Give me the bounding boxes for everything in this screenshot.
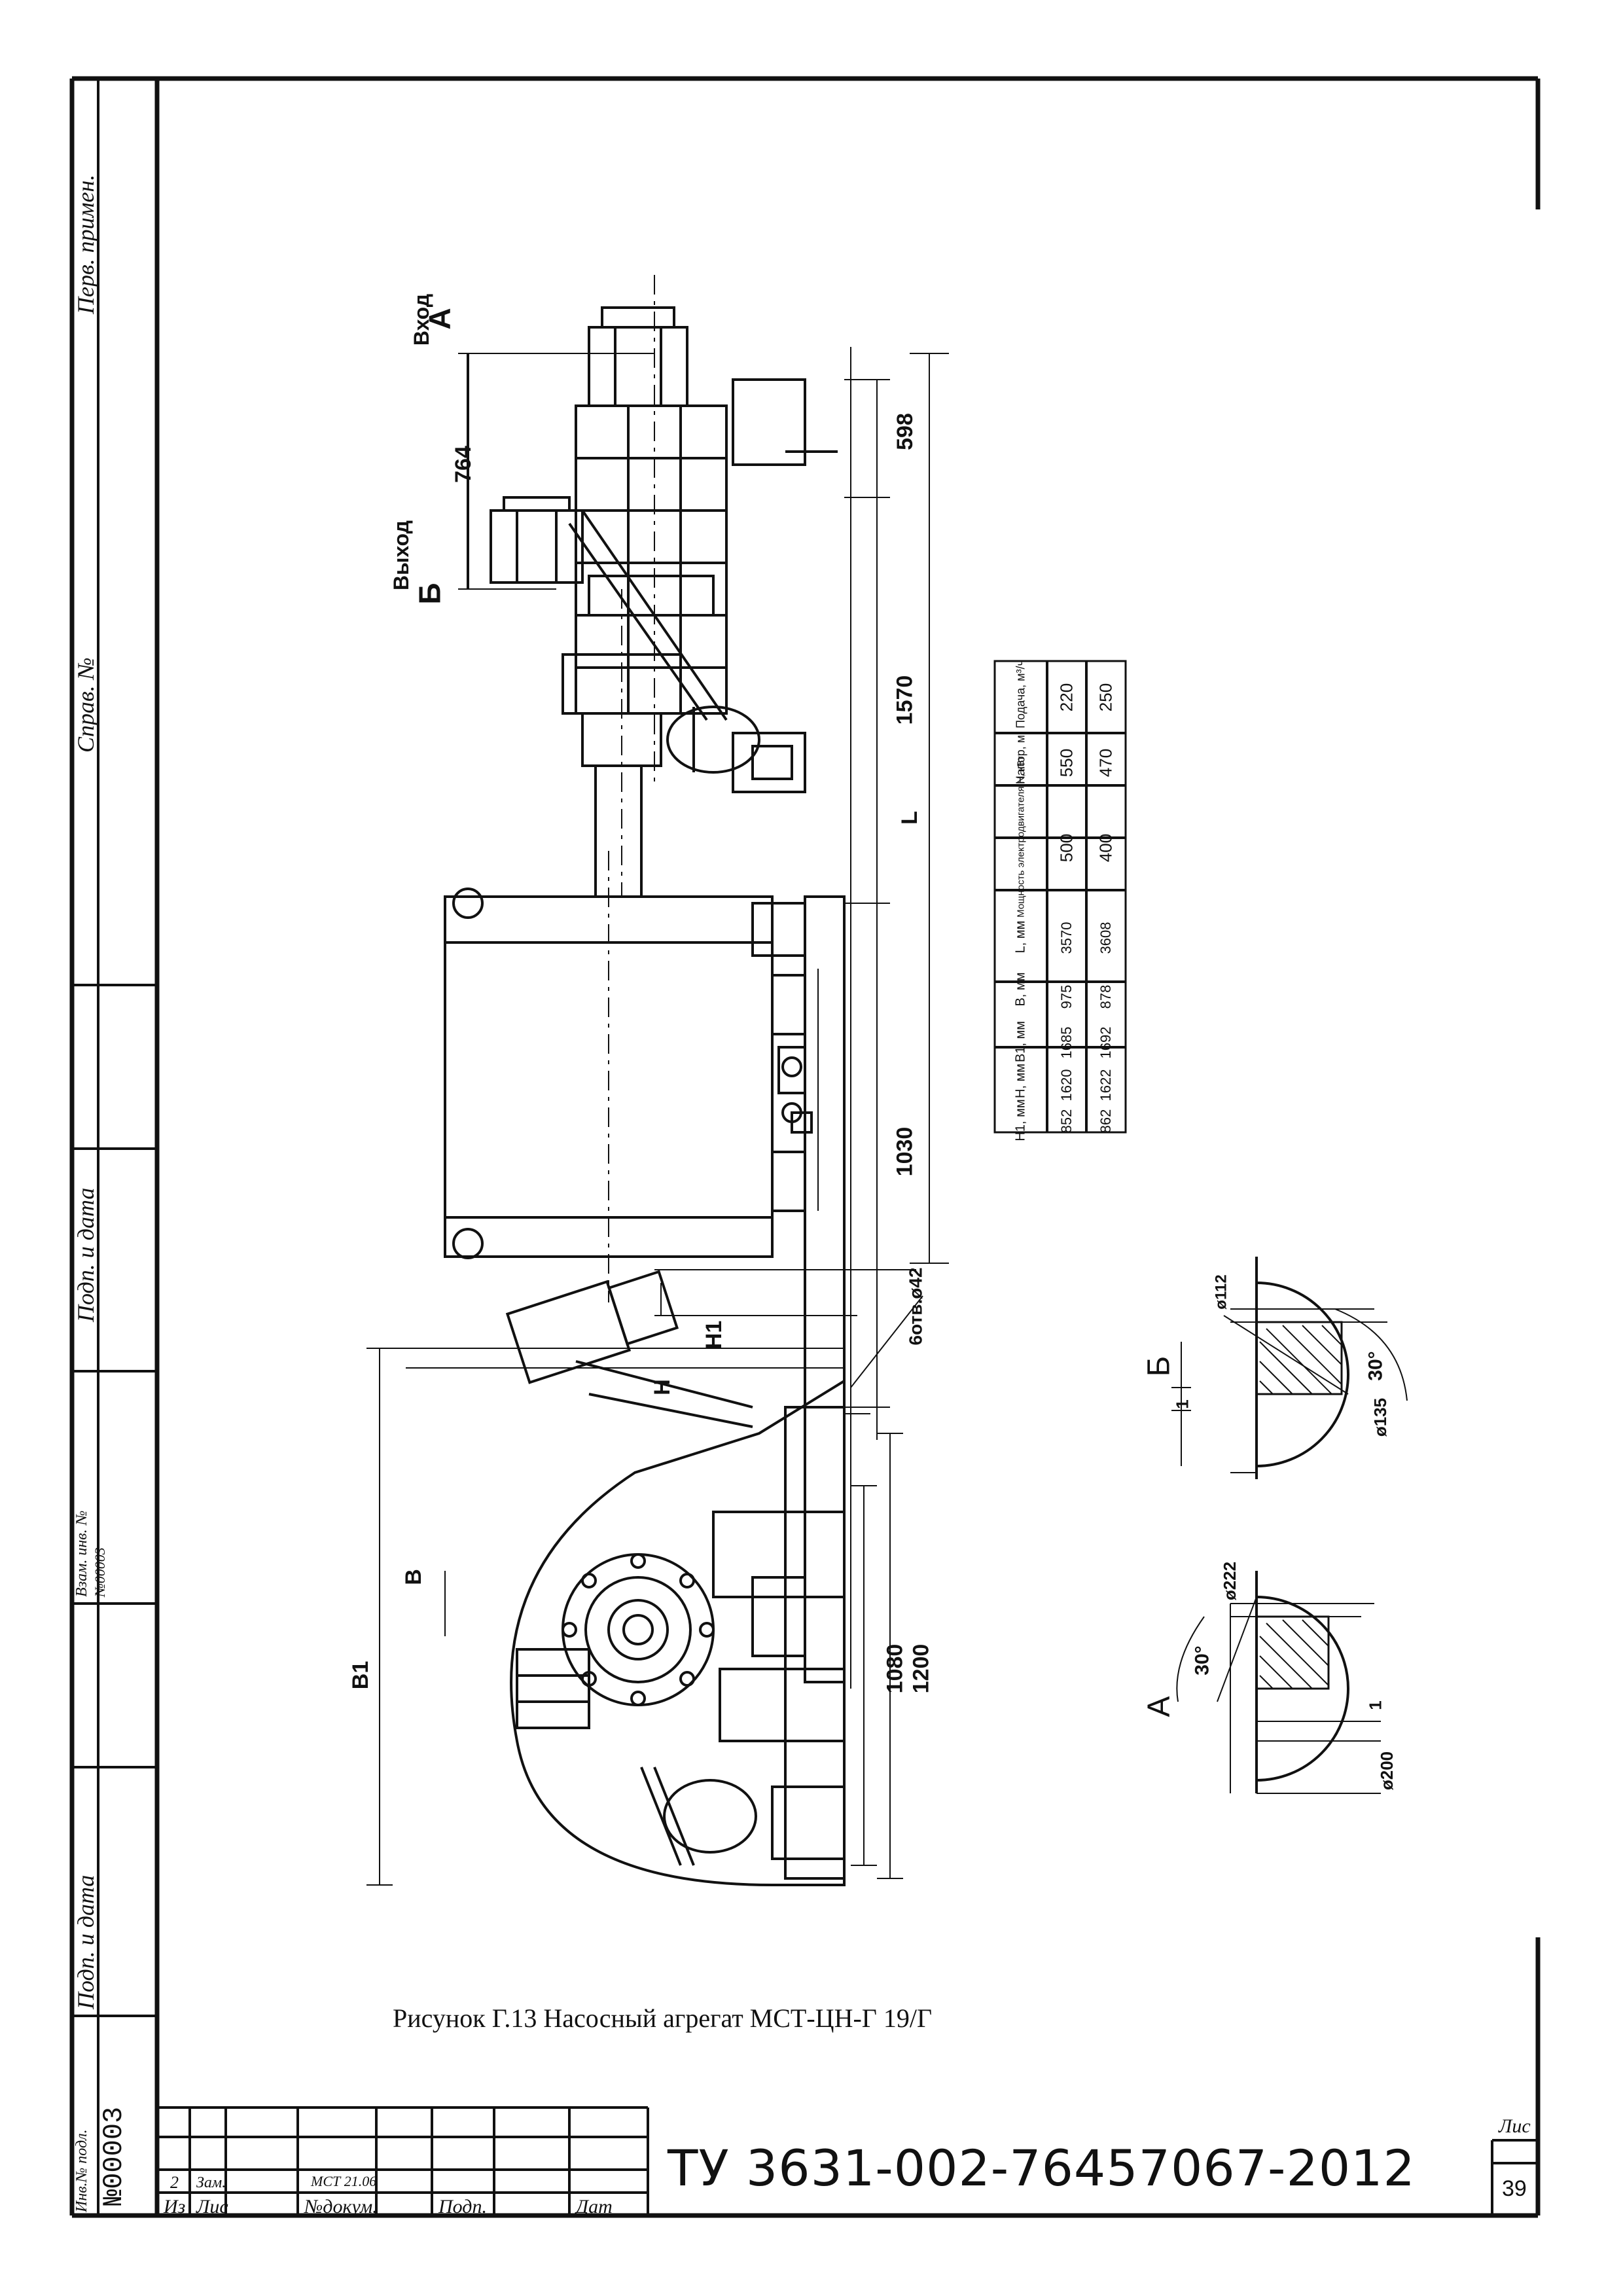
label-view-a: А — [422, 308, 457, 330]
table-row2-flow: 250 — [1096, 683, 1116, 712]
dim-1570: 1570 — [892, 675, 918, 725]
table-row1-head: 550 — [1056, 748, 1077, 778]
revision-change: Зам. — [196, 2174, 226, 2191]
col-date: Дат — [576, 2196, 613, 2217]
sheet-label: Лис — [1499, 2115, 1531, 2137]
figure-caption: Рисунок Г.13 Насосный агрегат МСТ-ЦН-Г 1… — [393, 2003, 933, 2033]
table-row2-power: 400 — [1096, 833, 1116, 863]
dim-L: L — [897, 811, 922, 825]
table-row2-head: 470 — [1096, 748, 1116, 778]
dim-H1: H1 — [702, 1320, 727, 1350]
label-outlet: Выход — [389, 520, 413, 590]
dim-1030: 1030 — [892, 1126, 918, 1177]
table-row1-B: 975 — [1058, 984, 1075, 1009]
dim-angle-b: 30° — [1364, 1351, 1387, 1381]
dim-1080: 1080 — [882, 1643, 908, 1694]
dim-B: B — [401, 1569, 426, 1585]
dim-H: H — [649, 1379, 675, 1395]
section-b-title: Б — [1141, 1355, 1177, 1377]
table-row1-H1: 852 — [1058, 1109, 1075, 1134]
dim-dia222: ø222 — [1220, 1561, 1240, 1601]
table-row2-B: 878 — [1097, 984, 1114, 1009]
table-row2-L: 3608 — [1097, 922, 1114, 954]
dim-dia200: ø200 — [1377, 1751, 1397, 1791]
dim-one-b: 1 — [1172, 1399, 1192, 1409]
sheet-number: 39 — [1502, 2176, 1527, 2201]
col-sign: Подп. — [438, 2196, 487, 2217]
col-izm: Из — [164, 2196, 186, 2217]
table-row1-L: 3570 — [1058, 922, 1075, 954]
revision-number: 2 — [170, 2173, 179, 2192]
title-block: ТУ 3631-002-76457067-2012 Лис 39 2 Зам. … — [157, 2108, 1538, 2217]
dim-one-a: 1 — [1365, 1700, 1385, 1710]
label-holes: 6отв.ø42 — [905, 1267, 926, 1346]
dim-598: 598 — [892, 413, 918, 450]
table-header-H1: H1, мм — [1013, 1099, 1028, 1141]
table-row1-power: 500 — [1056, 833, 1077, 863]
dim-dia135: ø135 — [1370, 1397, 1391, 1437]
dim-B1: B1 — [348, 1660, 374, 1690]
section-a-title: А — [1141, 1696, 1177, 1717]
dim-1200: 1200 — [908, 1643, 934, 1694]
col-list: Лис — [196, 2196, 228, 2217]
label-view-b: Б — [412, 583, 447, 605]
table-row1-flow: 220 — [1056, 683, 1077, 712]
dim-764: 764 — [450, 446, 476, 483]
dim-angle-a: 30° — [1191, 1645, 1213, 1676]
document-number: ТУ 3631-002-76457067-2012 — [668, 2139, 1416, 2197]
revision-doc: МСТ 21.06 — [311, 2173, 377, 2189]
dim-dia112: ø112 — [1212, 1274, 1230, 1310]
table-row2-H1: 862 — [1097, 1109, 1114, 1134]
col-doc: №докум. — [304, 2196, 378, 2217]
